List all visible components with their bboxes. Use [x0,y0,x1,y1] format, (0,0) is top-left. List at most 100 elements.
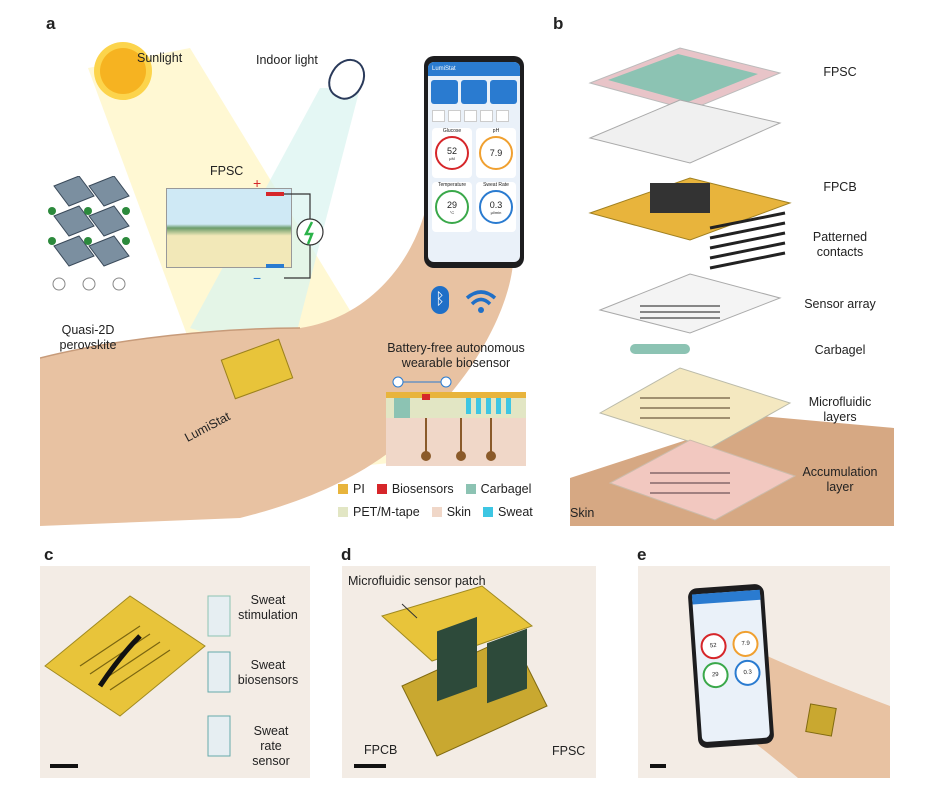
c-stim-label: Sweat stimulation [230,593,306,623]
b-fpsc-label: FPSC [823,65,857,79]
phone-screen: LumiStat Glucose 52 μM [428,62,520,262]
glucose-tile: Glucose 52 μM [432,128,472,178]
sweat-rate-value: 0.3 [489,199,503,210]
d-fpcb-label: FPCB [364,743,398,757]
ph-gauge: 7.9 [479,136,513,170]
glucose-label: Glucose [442,128,462,134]
sweat-rate-unit: μl/min [490,209,502,215]
legend-label-biosensors: Biosensors [391,482,454,496]
c-bio-label: Sweat biosensors [230,658,306,688]
battery-free-line1: Battery-free autonomous [387,341,525,355]
panel-c-art [44,595,231,757]
e-ph-gauge: 7.9 [731,630,760,658]
c-stim-line1: Sweat [250,593,286,607]
ph-tile: pH 7.9 [476,128,516,178]
panel-c: Sweat stimulation Sweat biosensors Sweat… [40,566,310,778]
app-header: LumiStat [428,62,520,76]
fpsc-circuit [266,192,324,279]
e-scale-bar [650,764,666,768]
c-stim-line2: stimulation [238,608,298,622]
sweat-rate-gauge: 0.3 μl/min [479,190,513,224]
temperature-gauge: 29 °C [435,190,469,224]
temperature-unit: °C [449,209,455,215]
sun-icon [100,48,146,94]
perovskite-label: Quasi-2D perovskite [48,323,128,353]
app-controls-row [428,108,520,124]
temperature-value: 29 [446,199,457,210]
legend-label-pi: PI [353,482,365,496]
panel-b-art [570,47,894,526]
bluetooth-icon: ᛒ [431,286,449,314]
legend-item-carbagel: Carbagel [465,482,532,496]
legend: PI Biosensors Carbagel PET/M-tape Skin S… [338,482,558,519]
sunlight-label: Sunlight [137,51,183,65]
temperature-tile: Temperature 29 °C [432,182,472,232]
legend-item-pet: PET/M-tape [338,505,420,519]
ctrl-icon-2[interactable] [448,110,461,122]
b-microfluidic-line1: Microfluidic [808,395,872,409]
glucose-value: 52 [446,145,457,156]
metrics-grid: Glucose 52 μM pH 7.9 Temperature 29 [428,124,520,236]
glucose-unit: μM [449,155,455,161]
panel-d: Microfluidic sensor patch FPCB FPSC [342,566,596,778]
b-sensor-array-label: Sensor array [804,297,876,311]
legend-item-sweat: Sweat [483,505,533,519]
add-icon[interactable] [496,110,509,122]
d-scale-bar [354,764,386,768]
battery-free-line2: wearable biosensor [401,356,511,370]
e-temperature-value: 29 [711,671,719,679]
panel-a: Sunlight Indoor light Quasi-2D perovskit… [40,28,556,526]
c-bio-line1: Sweat [250,658,286,672]
c-bio-line2: biosensors [237,673,299,687]
b-fpcb-label: FPCB [823,180,857,194]
legend-item-skin: Skin [431,505,472,519]
perovskite-crystal-icon [48,176,130,291]
stop-icon[interactable] [464,110,477,122]
panel-e: 52 7.9 29 0.3 [638,566,890,778]
d-patch-label: Microfluidic sensor patch [348,574,486,588]
panel-letter-e: e [637,545,647,564]
play-icon[interactable] [480,110,493,122]
temperature-label: Temperature [437,182,467,188]
fpsc-plus-sign: + [253,175,262,191]
panel-d-art [381,585,548,757]
e-ph-value: 7.9 [741,640,751,648]
legend-label-skin: Skin [446,505,472,519]
ph-label: pH [492,128,500,134]
panel-letter-a: a [46,14,56,33]
pills-icon[interactable] [490,80,518,104]
panel-b: FPSC FPCB Patterned contacts Sensor arra… [560,28,894,526]
ctrl-icon-1[interactable] [432,110,445,122]
d-fpsc-label: FPSC [552,744,586,758]
c-rate-line2: rate [260,739,282,753]
e-sweat-rate-gauge: 0.3 [733,658,762,687]
sweat-rate-label: Sweat Rate [483,182,509,188]
legend-label-carbagel: Carbagel [480,482,532,496]
battery-free-label: Battery-free autonomous wearable biosens… [370,341,542,371]
b-accumulation-label: Accumulation layer [792,465,888,495]
b-carbagel-label: Carbagel [814,343,866,357]
fpsc-label: FPSC [210,164,244,178]
sensors-icon[interactable] [460,80,488,104]
panel-letter-d: d [341,545,352,564]
app-icons-row [428,76,520,108]
indoor-light-label: Indoor light [256,53,318,67]
e-glucose-value: 52 [709,642,717,650]
b-accumulation-line1: Accumulation [802,465,878,479]
b-patterned-label: Patterned contacts [800,230,880,260]
legend-label-sweat: Sweat [498,505,533,519]
device-icon[interactable] [431,80,458,104]
e-phone-screen: 52 7.9 29 0.3 [691,589,771,743]
wifi-icon [465,290,497,313]
b-microfluidic-label: Microfluidic layers [800,395,880,425]
panel-letter-b: b [553,14,564,33]
b-microfluidic-line2: layers [823,410,857,424]
panel-letter-c: c [44,545,54,564]
e-phone: 52 7.9 29 0.3 [687,583,775,749]
b-patterned-line1: Patterned [812,230,868,244]
c-rate-line3: sensor [252,754,290,768]
c-rate-label: Sweat rate sensor [240,724,302,769]
perovskite-line2: perovskite [59,338,117,352]
legend-item-pi: PI [338,482,365,496]
b-patterned-line2: contacts [816,245,864,259]
